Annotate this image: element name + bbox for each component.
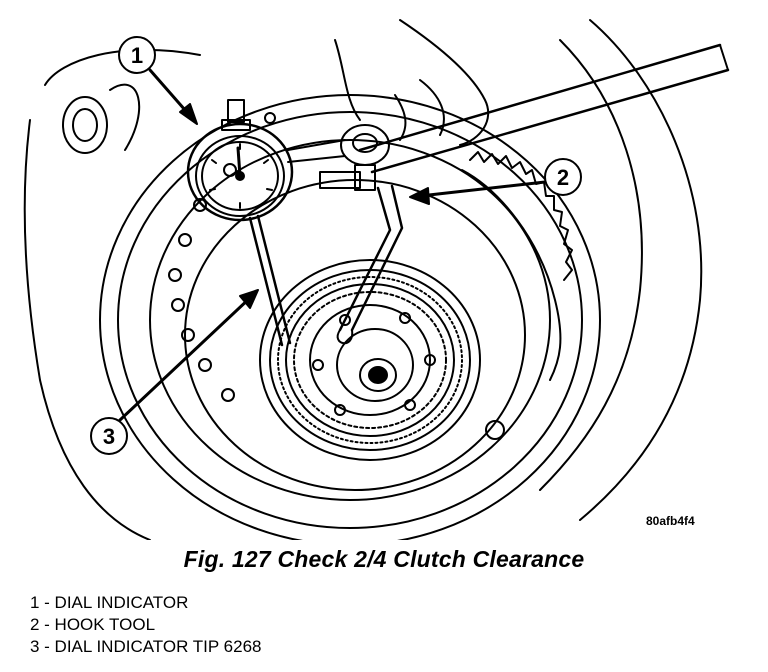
callout-2-number: 2: [557, 165, 569, 190]
callout-2: 2: [409, 158, 582, 205]
dial-indicator: [186, 99, 361, 347]
illustration-svg: 1 2 3: [23, 19, 730, 540]
technician-hand: [334, 19, 490, 146]
legend-item-1: 1 - DIAL INDICATOR: [30, 593, 189, 612]
callout-3-number: 3: [103, 424, 115, 449]
clutch-pack: [259, 259, 481, 461]
image-id-label: 80afb4f4: [646, 514, 695, 528]
support-bar: [340, 43, 730, 191]
transmission-case: [23, 19, 703, 540]
callout-legend: 1 - DIAL INDICATOR 2 - HOOK TOOL 3 - DIA…: [30, 592, 261, 658]
hook-tool: [336, 184, 404, 345]
legend-item-3: 3 - DIAL INDICATOR TIP 6268: [30, 637, 262, 656]
clutch-clearance-illustration: 1 2 3 80afb4f4: [23, 19, 730, 540]
figure-caption: Fig. 127 Check 2/4 Clutch Clearance: [183, 546, 585, 572]
callout-1-number: 1: [131, 43, 143, 68]
callout-1: 1: [118, 36, 198, 125]
callout-3: 3: [90, 289, 259, 455]
legend-item-2: 2 - HOOK TOOL: [30, 615, 156, 634]
